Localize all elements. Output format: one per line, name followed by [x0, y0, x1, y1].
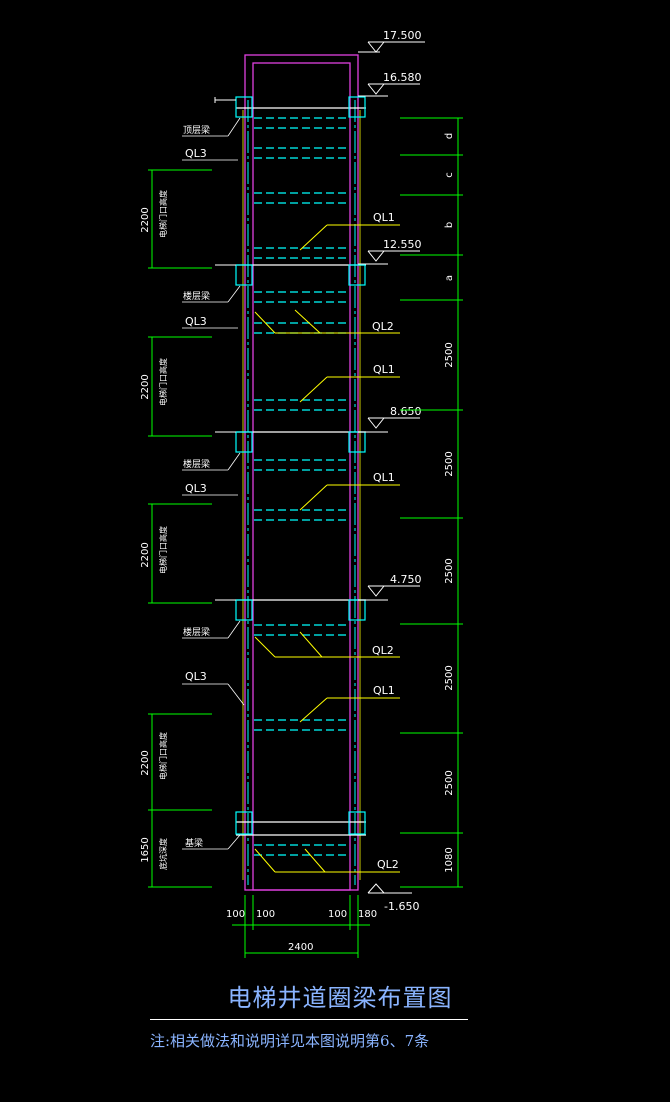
ring-beams [236, 107, 366, 836]
left-leaders [182, 117, 245, 850]
dim-w180: 180 [358, 909, 377, 920]
right-dim-labels: d c b a 2500 2500 2500 2500 2500 1080 [444, 133, 455, 873]
left-dimension [148, 169, 212, 888]
bottom-dimension [232, 895, 370, 958]
door-height-2: 电梯门口高度 [158, 358, 168, 406]
label-ql2-1: QL2 [372, 320, 394, 333]
dashed-beams [254, 117, 350, 856]
label-ql2-3: QL2 [377, 858, 399, 871]
door-height-3: 电梯门口高度 [158, 526, 168, 574]
elev-bottom: -1.650 [384, 900, 419, 913]
label-ql3-1: QL3 [185, 147, 207, 160]
label-ql1-1: QL1 [373, 211, 395, 224]
dim-1080: 1080 [444, 847, 455, 872]
left-labels: 顶层梁 QL3 楼层梁 QL3 楼层梁 QL3 楼层梁 QL3 基梁 [183, 124, 210, 849]
dim-w100-3: 100 [328, 909, 347, 920]
dim-w100-1: 100 [226, 909, 245, 920]
label-ql2-2: QL2 [372, 644, 394, 657]
right-dimension [400, 117, 463, 888]
label-floor-beam-1: 楼层梁 [183, 290, 210, 302]
elev-4: 4.750 [390, 573, 422, 586]
dim-door-4: 2200 [140, 750, 151, 775]
drawing-title: 电梯井道圈梁布置图 [227, 984, 453, 1012]
label-ql3-4: QL3 [185, 670, 207, 683]
elev-1: 16.580 [383, 71, 422, 84]
dim-door-3: 2200 [140, 542, 151, 567]
ql-labels: QL1 QL2 QL1 QL1 QL2 QL1 QL2 [372, 211, 399, 871]
dim-2500-2: 2500 [444, 451, 455, 476]
inner-lines [247, 100, 356, 885]
label-floor-beam-2: 楼层梁 [183, 458, 210, 470]
label-top-beam: 顶层梁 [183, 124, 210, 136]
label-ql1-4: QL1 [373, 684, 395, 697]
dim-door-2: 2200 [140, 374, 151, 399]
dim-2500-5: 2500 [444, 770, 455, 795]
shaft-walls [244, 54, 359, 891]
label-base-beam: 基梁 [185, 837, 203, 849]
elev-3: 8.650 [390, 405, 422, 418]
dim-d: d [444, 133, 455, 139]
yellow-verticals [242, 110, 361, 880]
door-height-1: 电梯门口高度 [158, 190, 168, 238]
beam-end-blocks [235, 96, 366, 835]
left-stubs [214, 97, 236, 601]
ql-leaders [254, 224, 400, 873]
dim-total: 2400 [288, 942, 313, 953]
dim-2500-1: 2500 [444, 342, 455, 367]
elev-2: 12.550 [383, 238, 422, 251]
bottom-dim-labels: 100 100 100 180 2400 [226, 909, 377, 953]
title-underline [150, 1019, 468, 1020]
dim-2500-4: 2500 [444, 665, 455, 690]
dim-a: a [444, 275, 455, 281]
drawing-note: 注:相关做法和说明详见本图说明第6、7条 [150, 1032, 430, 1050]
elevation-labels: 17.500 16.580 12.550 8.650 4.750 -1.650 [383, 29, 422, 913]
label-floor-beam-3: 楼层梁 [183, 626, 210, 638]
dim-c: c [444, 172, 455, 178]
elev-top: 17.500 [383, 29, 422, 42]
door-height-4: 电梯门口高度 [158, 732, 168, 780]
label-ql3-3: QL3 [185, 482, 207, 495]
pit-depth: 底坑深度 [158, 838, 168, 870]
label-ql3-2: QL3 [185, 315, 207, 328]
dim-pit: 1650 [140, 837, 151, 862]
dim-w100-2: 100 [256, 909, 275, 920]
label-ql1-3: QL1 [373, 471, 395, 484]
label-ql1-2: QL1 [373, 363, 395, 376]
elevation-markers [358, 41, 425, 894]
dim-2500-3: 2500 [444, 558, 455, 583]
left-vertical-notes: 电梯门口高度 电梯门口高度 电梯门口高度 电梯门口高度 底坑深度 [158, 190, 168, 870]
dim-door-1: 2200 [140, 207, 151, 232]
dim-b: b [444, 222, 455, 228]
left-dim-labels: 2200 2200 2200 2200 1650 [140, 207, 151, 862]
